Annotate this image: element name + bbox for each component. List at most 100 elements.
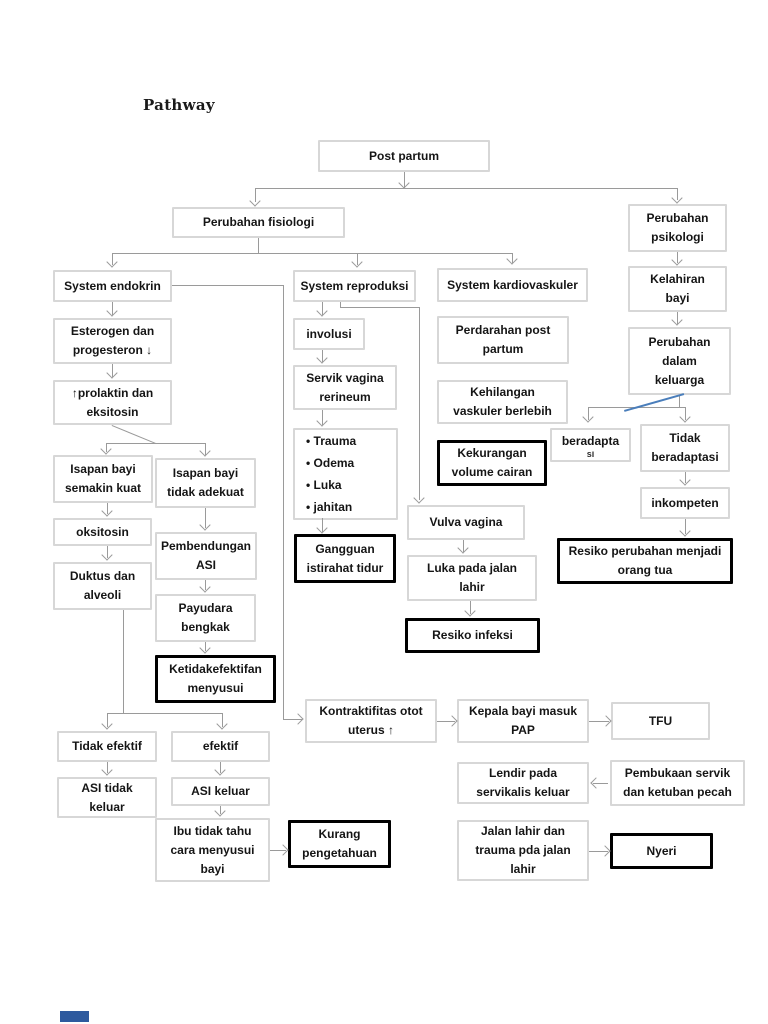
connector-line bbox=[340, 307, 419, 308]
node-label: Tidak efektif bbox=[72, 739, 142, 753]
connector-line bbox=[112, 302, 113, 315]
node-asi-tidak-keluar: ASI tidak keluar bbox=[57, 777, 157, 818]
node-servik-vagina: Servik vagina rerineum bbox=[293, 365, 397, 410]
arrowhead-icon bbox=[671, 192, 683, 204]
connector-line bbox=[220, 806, 221, 814]
node-label: System kardiovaskuler bbox=[447, 277, 578, 292]
node-label: Servik vagina rerineum bbox=[306, 370, 384, 404]
connector-line bbox=[205, 580, 206, 590]
connector-line bbox=[322, 350, 323, 362]
node-label: Resiko infeksi bbox=[432, 628, 513, 642]
arrowhead-icon bbox=[100, 443, 112, 455]
node-esterogen: Esterogen dan progesteron ↓ bbox=[53, 318, 172, 364]
node-system-endokrin: System endokrin bbox=[53, 270, 172, 302]
node-label: Perdarahan post partum bbox=[455, 323, 551, 356]
arrowhead-icon bbox=[671, 314, 683, 326]
node-label: efektif bbox=[202, 739, 239, 753]
node-label: ASI keluar bbox=[191, 784, 250, 798]
connector-line bbox=[589, 851, 608, 852]
node-resiko-orang-tua: Resiko perubahan menjadi orang tua bbox=[557, 538, 733, 584]
node-label: Lendir pada servikalis keluar bbox=[476, 766, 570, 799]
node-label: Perubahan psikologi bbox=[646, 211, 709, 244]
connector-line bbox=[258, 238, 259, 253]
node-luka-jalan-lahir: Luka pada jalan lahir bbox=[407, 555, 537, 601]
node-perubahan-fisiologi: Perubahan fisiologi bbox=[172, 207, 345, 238]
connector-diagonal-line bbox=[111, 425, 157, 445]
node-tidak-beradaptasi: Tidak beradaptasi bbox=[640, 424, 730, 472]
connector-line bbox=[685, 407, 686, 420]
arrowhead-icon bbox=[214, 805, 226, 817]
arrowhead-icon bbox=[106, 305, 118, 317]
connector-line bbox=[283, 285, 284, 719]
connector-line bbox=[107, 762, 108, 773]
connector-line bbox=[685, 519, 686, 534]
arrowhead-icon bbox=[316, 522, 328, 534]
arrowhead-icon bbox=[316, 415, 328, 427]
node-label: ASI tidak keluar bbox=[81, 780, 133, 814]
arrowhead-icon bbox=[413, 492, 425, 504]
node-label-clipped: si bbox=[586, 451, 595, 458]
node-kepala-bayi: Kepala bayi masuk PAP bbox=[457, 699, 589, 743]
node-perdarahan: Perdarahan post partum bbox=[437, 316, 569, 364]
arrowhead-icon bbox=[590, 777, 602, 789]
node-label: involusi bbox=[306, 326, 352, 341]
arrowhead-icon bbox=[599, 845, 611, 857]
arrowhead-icon bbox=[600, 715, 612, 727]
node-kehilangan: Kehilangan vaskuler berlebih bbox=[437, 380, 568, 424]
arrowhead-icon bbox=[101, 764, 113, 776]
node-label: Ibu tidak tahu cara menyusui bayi bbox=[170, 823, 255, 876]
connector-line bbox=[357, 253, 358, 265]
node-kontraktifitas: Kontraktifitas otot uterus ↑ bbox=[305, 699, 437, 743]
connector-line bbox=[588, 407, 589, 420]
accent-diagonal-line bbox=[624, 393, 685, 412]
node-label: Pembendungan ASI bbox=[160, 539, 251, 572]
node-tfu: TFU bbox=[611, 702, 710, 740]
connector-line bbox=[255, 188, 678, 189]
node-label: TFU bbox=[648, 713, 673, 728]
node-label: Kepala bayi masuk PAP bbox=[468, 704, 578, 737]
node-label: Payudara bengkak bbox=[178, 601, 233, 634]
node-label: Vulva vagina bbox=[429, 515, 503, 529]
connector-line bbox=[107, 503, 108, 514]
node-payudara-bengkak: Payudara bengkak bbox=[155, 594, 256, 642]
connector-line bbox=[270, 850, 286, 851]
node-label: Duktus dan alveoli bbox=[69, 569, 136, 602]
arrowhead-icon bbox=[679, 474, 691, 486]
node-isapan-tidak-adekuat: Isapan bayi tidak adekuat bbox=[155, 458, 256, 508]
arrowhead-icon bbox=[679, 525, 691, 537]
arrowhead-icon bbox=[316, 305, 328, 317]
connector-line bbox=[419, 307, 420, 500]
node-label: • Trauma • Odema • Luka • jahitan bbox=[306, 434, 357, 514]
arrowhead-icon bbox=[101, 505, 113, 517]
node-label: Kurang pengetahuan bbox=[302, 827, 377, 860]
connector-line bbox=[593, 783, 608, 784]
node-label: System reproduksi bbox=[300, 278, 409, 293]
arrowhead-icon bbox=[214, 764, 226, 776]
node-perubahan-psikologi: Perubahan psikologi bbox=[628, 204, 727, 252]
arrowhead-icon bbox=[398, 177, 410, 189]
node-involusi: involusi bbox=[293, 318, 365, 350]
connector-line bbox=[589, 721, 609, 722]
connector-line bbox=[677, 188, 678, 200]
arrowhead-icon bbox=[277, 844, 289, 856]
node-nyeri: Nyeri bbox=[610, 833, 713, 869]
arrowhead-icon bbox=[292, 713, 304, 725]
arrowhead-icon bbox=[199, 642, 211, 654]
connector-line bbox=[677, 252, 678, 263]
page-title: Pathway bbox=[143, 96, 215, 114]
node-label: Perubahan fisiologi bbox=[202, 215, 315, 229]
connector-line bbox=[205, 642, 206, 651]
connector-line bbox=[112, 364, 113, 377]
node-label: Kelahiran bayi bbox=[650, 272, 705, 305]
node-vulva-vagina: Vulva vagina bbox=[407, 505, 525, 540]
node-ibu-tidak-tahu: Ibu tidak tahu cara menyusui bayi bbox=[155, 818, 270, 882]
connector-line bbox=[220, 762, 221, 773]
arrowhead-icon bbox=[464, 605, 476, 617]
node-system-kardiovaskuler: System kardiovaskuler bbox=[437, 268, 588, 302]
node-prolaktin: ↑prolaktin dan eksitosin bbox=[53, 380, 172, 425]
node-system-reproduksi: System reproduksi bbox=[293, 270, 416, 302]
node-label: ↑prolaktin dan eksitosin bbox=[71, 385, 154, 419]
connector-line bbox=[322, 410, 323, 425]
